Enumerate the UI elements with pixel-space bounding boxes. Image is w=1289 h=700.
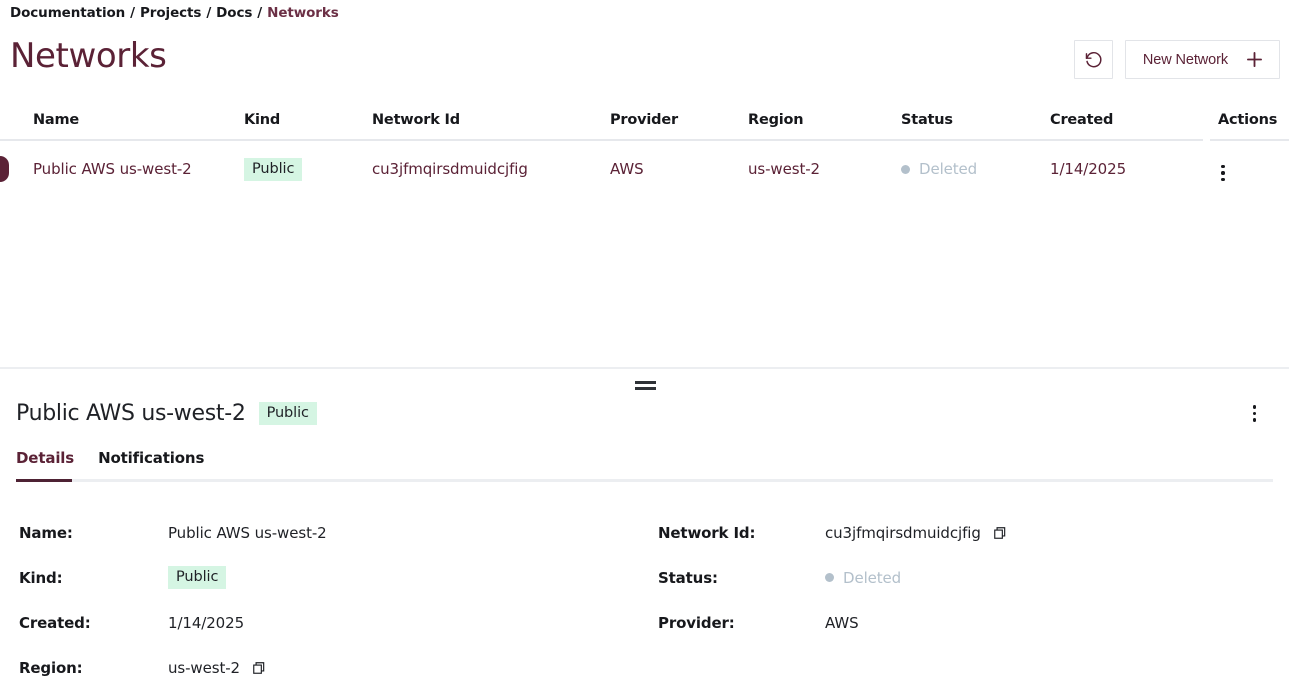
cell-region: us-west-2 [748,160,820,178]
field-value-provider: AWS [825,613,859,632]
field-label-created: Created: [19,613,91,632]
cell-created: 1/14/2025 [1050,160,1127,178]
detail-title: Public AWS us-west-2 [16,400,246,426]
drag-handle-icon[interactable] [635,381,656,390]
network-id-text: cu3jfmqirsdmuidcjfig [825,523,981,542]
tab-details[interactable]: Details [16,449,75,467]
cell-name[interactable]: Public AWS us-west-2 [33,160,192,178]
field-value-created: 1/14/2025 [168,613,245,632]
column-header-actions: Actions [1218,112,1278,128]
plus-icon [1244,49,1265,70]
table-row[interactable]: Public AWS us-west-2 Public cu3jfmqirsdm… [0,141,1289,197]
field-created: Created: 1/14/2025 [0,600,655,645]
detail-header: Public AWS us-west-2 Public [0,393,1289,433]
new-network-button[interactable]: New Network [1124,40,1280,79]
field-name: Name: Public AWS us-west-2 [0,510,655,555]
breadcrumb-item-docs[interactable]: Docs [216,5,253,21]
kebab-menu-icon[interactable] [1218,162,1228,185]
column-header-network-id[interactable]: Network Id [372,112,460,128]
copy-icon[interactable] [252,661,266,675]
field-label-name: Name: [19,523,73,542]
field-label-status: Status: [658,568,718,587]
refresh-ccw-icon [1083,49,1104,70]
detail-panel: Public AWS us-west-2 Public Details Noti… [0,393,1289,690]
field-label-kind: Kind: [19,568,63,587]
table-header-divider [0,139,1289,141]
breadcrumb-separator: / [257,5,263,21]
tab-notifications[interactable]: Notifications [98,449,205,467]
splitter-divider [0,367,1289,369]
cell-actions [1187,154,1289,184]
column-header-name[interactable]: Name [33,112,80,128]
field-value-region: us-west-2 [168,659,266,677]
kind-badge: Public [168,566,227,589]
header-actions: New Network [1073,40,1280,79]
field-value-network-id: cu3jfmqirsdmuidcjfig [825,524,1007,542]
networks-table: Name Kind Network Id Provider Region Sta… [0,112,1289,197]
column-header-kind[interactable]: Kind [244,112,281,128]
column-header-region[interactable]: Region [748,112,804,128]
field-network-id: Network Id: cu3jfmqirsdmuidcjfig [655,510,1289,555]
breadcrumb-separator: / [130,5,136,21]
field-provider: Provider: AWS [655,600,1289,645]
table-header-row: Name Kind Network Id Provider Region Sta… [0,112,1289,139]
cell-network-id: cu3jfmqirsdmuidcjfig [372,160,528,178]
detail-tabs: Details Notifications [0,449,1289,485]
tab-active-indicator [16,479,72,482]
new-network-label: New Network [1142,51,1228,68]
status-dot-icon [901,164,910,174]
breadcrumb-item-networks[interactable]: Networks [267,5,339,21]
field-label-network-id: Network Id: [658,523,756,542]
refresh-button[interactable] [1073,40,1113,79]
column-header-status[interactable]: Status [901,112,953,128]
field-label-region: Region: [19,658,83,677]
breadcrumb-item-documentation[interactable]: Documentation [10,5,126,21]
region-text: us-west-2 [168,658,240,677]
status-dot-icon [825,573,834,582]
cell-status: Deleted [901,160,1050,178]
breadcrumb: Documentation / Projects / Docs / Networ… [10,5,339,21]
kind-badge: Public [244,157,303,181]
column-header-created[interactable]: Created [1050,112,1114,128]
copy-icon[interactable] [993,526,1007,540]
page-title: Networks [10,36,167,76]
detail-kind-badge: Public [258,401,317,425]
status-badge: Deleted [919,160,978,178]
detail-kebab-menu-icon[interactable] [1250,402,1260,425]
tabs-divider [16,479,1273,482]
field-value-status: Deleted [825,569,901,587]
status-text: Deleted [843,568,902,587]
field-label-provider: Provider: [658,613,735,632]
cell-provider: AWS [610,160,644,178]
field-kind: Kind: Public [0,555,655,600]
field-region: Region: us-west-2 [0,645,655,690]
detail-fields: Name: Public AWS us-west-2 Network Id: c… [0,510,1289,690]
field-value-name: Public AWS us-west-2 [168,523,327,542]
field-spacer [655,645,1289,690]
panel-splitter[interactable] [0,367,1289,391]
row-selected-marker [0,156,9,182]
field-status: Status: Deleted [655,555,1289,600]
field-value-kind: Public [168,566,227,589]
breadcrumb-item-projects[interactable]: Projects [140,5,202,21]
breadcrumb-separator: / [206,5,212,21]
column-header-provider[interactable]: Provider [610,112,678,128]
cell-kind: Public [244,157,372,181]
